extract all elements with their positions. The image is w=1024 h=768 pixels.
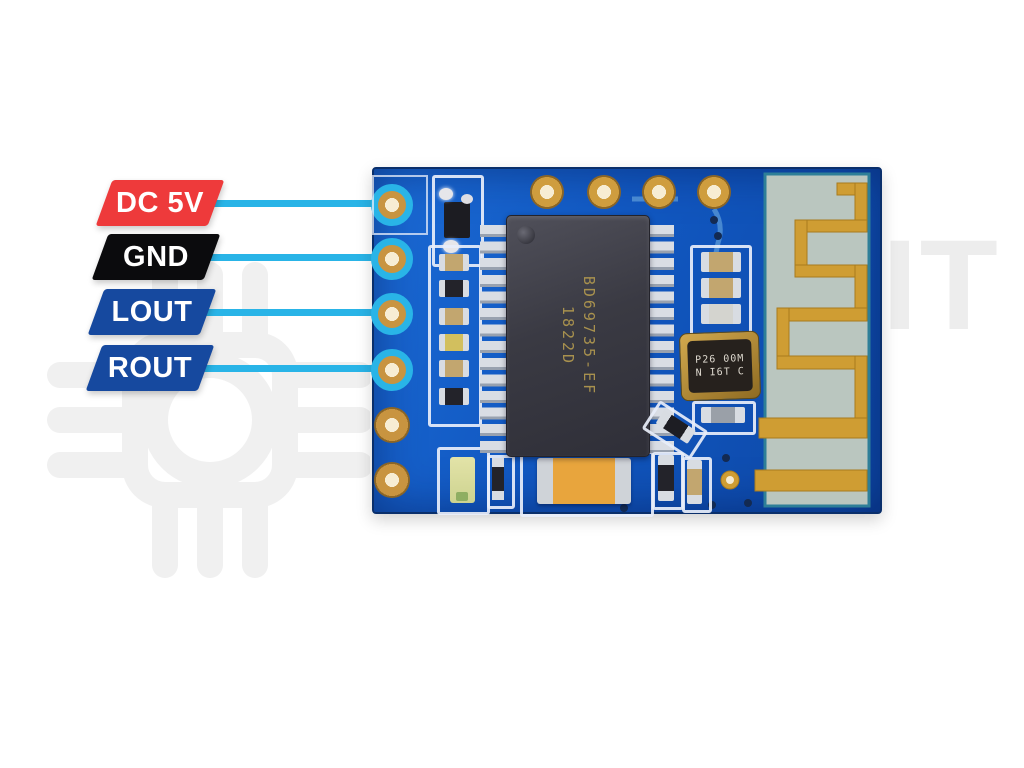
crystal-oscillator: P26 00M N I6T C [678, 330, 762, 402]
pin-hole [587, 175, 621, 209]
smd-capacitor-box [692, 401, 756, 435]
pin-pad [374, 462, 410, 498]
smd-resistor [439, 388, 469, 405]
gold-via-hole [726, 476, 734, 484]
smd-resistor [492, 458, 504, 500]
smd-resistor [658, 455, 674, 501]
ic-marking-line: BD69735-EF [580, 275, 598, 397]
main-ic: BD69735-EF 1822D [506, 215, 650, 457]
pin-marker-ring-dc5v [371, 184, 413, 226]
smd-capacitor [439, 254, 469, 271]
pin-marker-ring-lout [371, 293, 413, 335]
smd-capacitor [439, 334, 469, 351]
smd-capacitor [439, 360, 469, 377]
smd-capacitor [701, 304, 741, 324]
pin-tag-label: DC 5V [116, 186, 204, 219]
pin-tag-lout: LOUT [87, 289, 217, 335]
smd-capacitor [687, 460, 702, 504]
pin-hole [697, 175, 731, 209]
capacitor-box [520, 451, 654, 517]
smd-resistor-box [487, 455, 515, 509]
crystal-marking-line: N I6T C [695, 366, 745, 379]
led-die [456, 492, 468, 501]
ic-marking-line: 1822D [559, 305, 577, 367]
solder-blob [461, 194, 473, 204]
sot23-body [444, 202, 470, 238]
ic-pin1-dimple [517, 226, 535, 244]
pin-tag-gnd: GND [91, 234, 221, 280]
pin-tag-rout: ROUT [85, 345, 215, 391]
antenna-trace [754, 182, 868, 492]
smd-capacitor-group [690, 245, 752, 337]
tantalum-capacitor [537, 458, 631, 504]
pin-tag-label: ROUT [107, 351, 193, 384]
pcb-board: BD69735-EF 1822D P26 00M N I6T C [371, 167, 882, 517]
pin-wire-dc5v [212, 200, 392, 207]
pin-pad [374, 407, 410, 443]
pin-wire-lout [204, 309, 392, 316]
ic-marking: BD69735-EF 1822D [557, 276, 599, 396]
pin-tag-dc5v: DC 5V [95, 180, 225, 226]
pin-hole [530, 175, 564, 209]
smd-capacitor-box [682, 457, 712, 513]
smd-capacitor [439, 308, 469, 325]
pin-tag-label: LOUT [111, 295, 193, 328]
pin-hole [642, 175, 676, 209]
pin-marker-ring-gnd [371, 238, 413, 280]
smd-capacitor [701, 252, 741, 272]
solder-blob [439, 188, 453, 200]
smd-capacitor [701, 407, 745, 423]
smd-column [428, 245, 482, 427]
smd-resistor-box [652, 452, 684, 510]
brand-watermark-text: IT [882, 214, 1000, 357]
ic-pins-left [480, 225, 508, 457]
led-box [437, 447, 490, 515]
pin-wire-rout [202, 365, 392, 372]
smd-capacitor [701, 278, 741, 298]
antenna-region [620, 172, 871, 512]
smd-resistor [439, 280, 469, 297]
pin-tag-label: GND [123, 240, 189, 273]
silkscreen-box [372, 175, 428, 235]
pin-wire-gnd [208, 254, 392, 261]
crystal-marking: P26 00M N I6T C [687, 338, 753, 394]
pin-marker-ring-rout [371, 349, 413, 391]
